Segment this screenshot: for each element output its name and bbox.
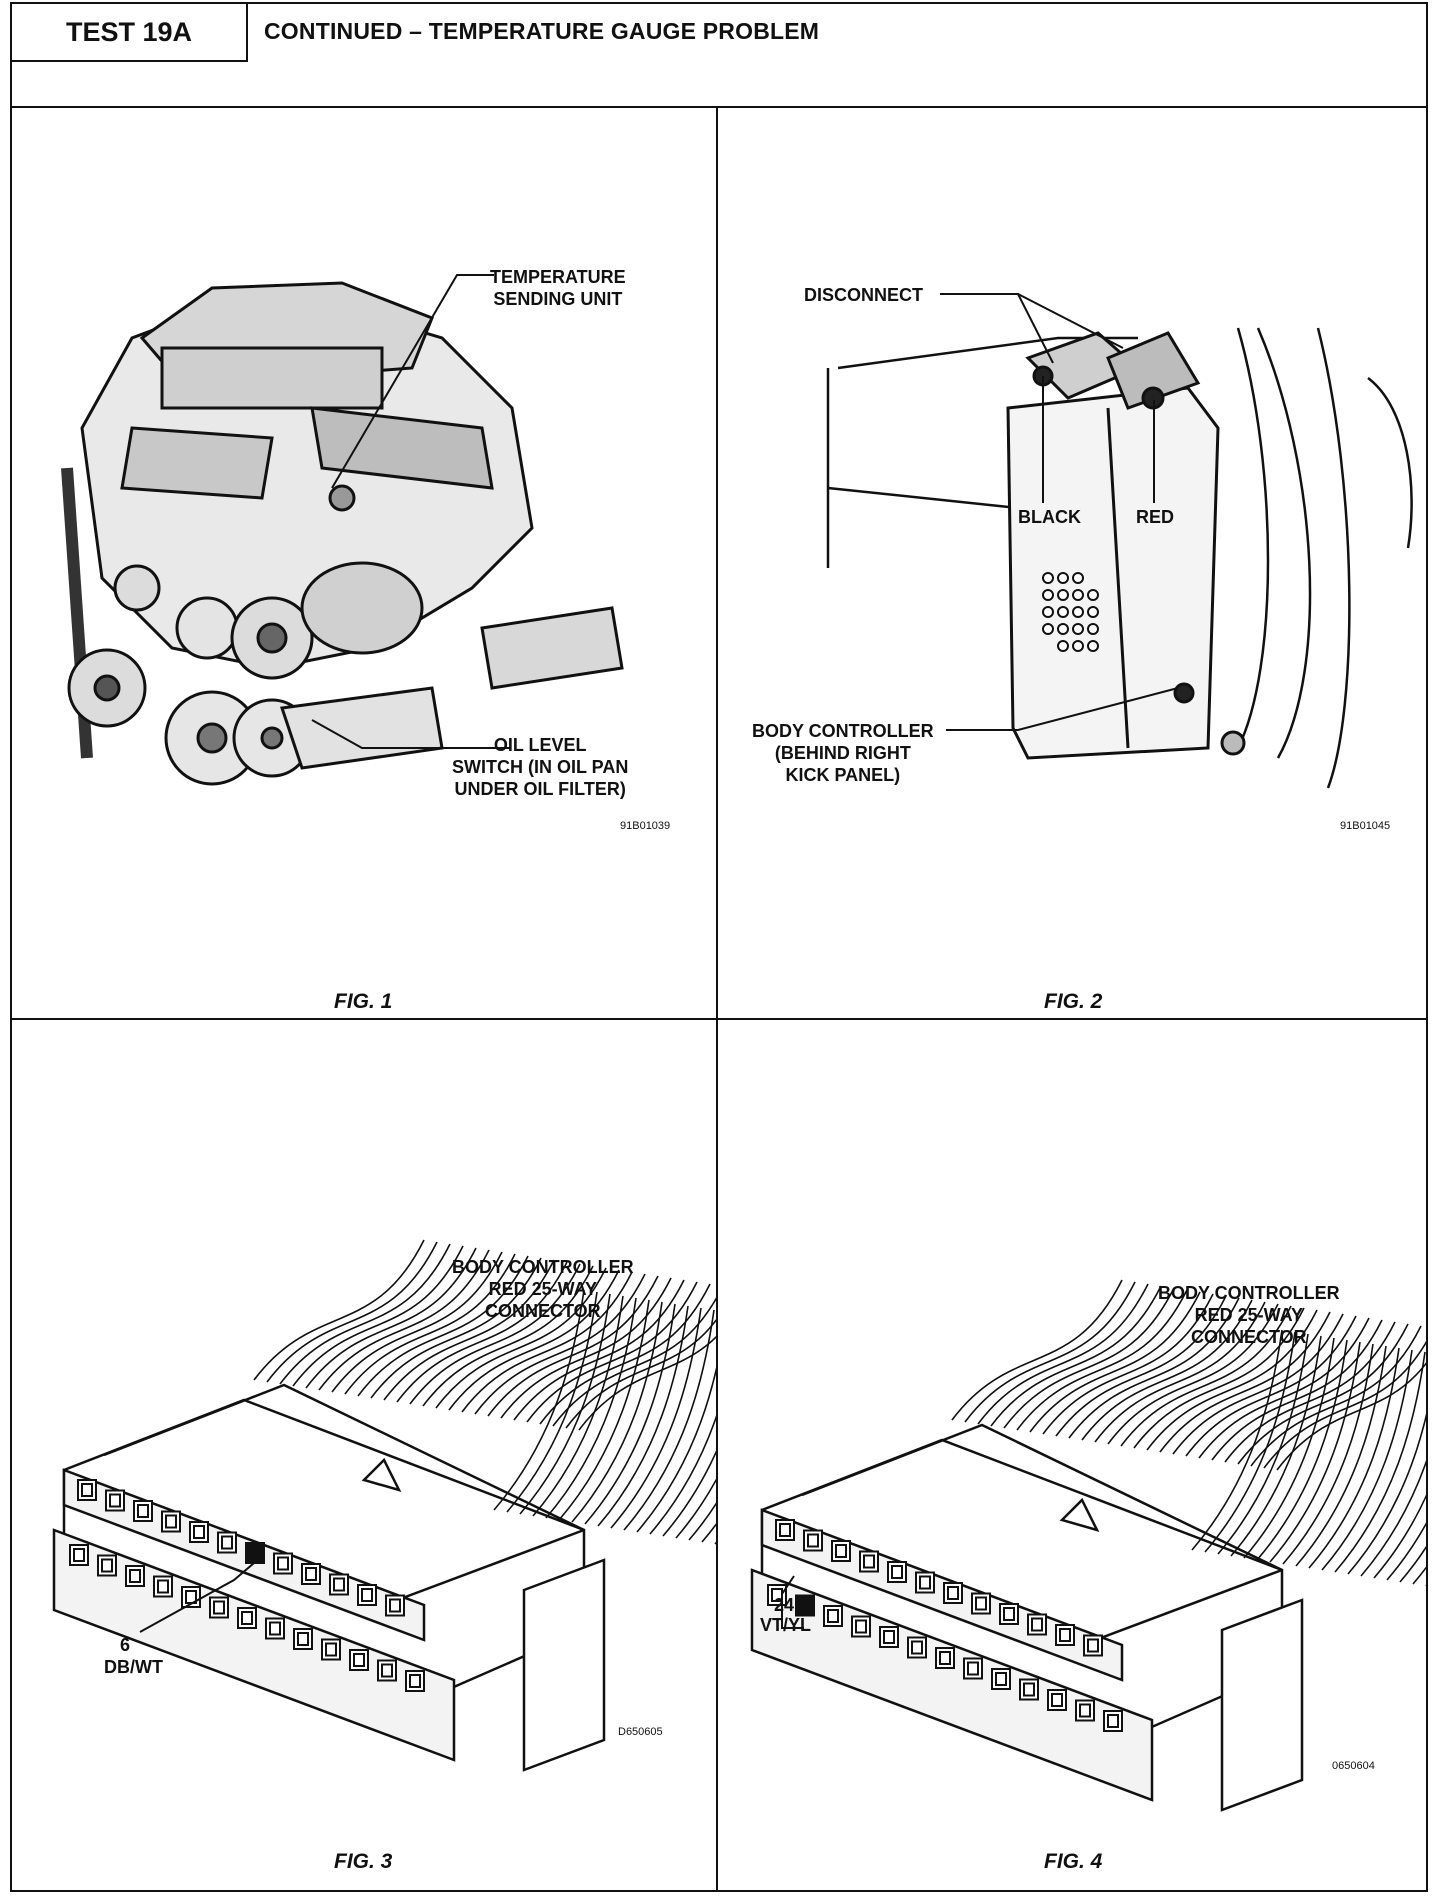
fig2-label-disconnect: DISCONNECT [804, 285, 924, 305]
header: TEST 19A CONTINUED – TEMPERATURE GAUGE P… [12, 4, 1426, 64]
diagram-page: TEST 19A CONTINUED – TEMPERATURE GAUGE P… [10, 2, 1428, 1892]
fig4-pin-number: 24 [774, 1595, 795, 1615]
page-title: CONTINUED – TEMPERATURE GAUGE PROBLEM [264, 18, 820, 44]
fig1-caption: FIG. 1 [334, 990, 393, 1013]
fig2-label-body-controller: BODY CONTROLLER (BEHIND RIGHT KICK PANEL… [752, 721, 934, 785]
fig3-pin-number: 6 [120, 1635, 131, 1655]
test-id-box: TEST 19A [12, 4, 248, 62]
fig2-code: 91B01045 [1340, 820, 1391, 832]
fig4-panel: BODY CONTROLLER RED 25-WAY CONNECTOR 24 … [718, 1020, 1428, 1892]
connector-illustration-fig4 [750, 1279, 1428, 1812]
row-divider [12, 1018, 1426, 1020]
fig4-code: 0650604 [1332, 1760, 1375, 1772]
fig2-label-black: BLACK [1018, 507, 1081, 527]
fig2-label-red: RED [1136, 507, 1175, 527]
fig1-panel: TEMPERATURE SENDING UNIT OIL LEVEL SWITC… [12, 108, 716, 1018]
header-divider [12, 106, 1426, 108]
fig4-label-connector: BODY CONTROLLER RED 25-WAY CONNECTOR [1158, 1283, 1340, 1347]
body-controller-illustration [826, 293, 1413, 789]
fig1-code: 91B01039 [620, 820, 671, 832]
fig2-caption: FIG. 2 [1044, 990, 1103, 1013]
fig3-panel: BODY CONTROLLER RED 25-WAY CONNECTOR 6 D… [12, 1020, 716, 1892]
fig3-label-connector: BODY CONTROLLER RED 25-WAY CONNECTOR [452, 1257, 634, 1321]
column-divider [716, 108, 718, 1892]
fig2-panel: DISCONNECT BLACK RED BODY CONTROLLER (BE… [718, 108, 1428, 1018]
connector-illustration-fig3 [52, 1239, 716, 1772]
fig4-pin-wire: VT/YL [760, 1615, 812, 1635]
fig4-caption: FIG. 4 [1044, 1850, 1103, 1873]
fig3-pin-wire: DB/WT [104, 1657, 163, 1677]
fig3-code: D650605 [618, 1726, 663, 1738]
engine-illustration [61, 274, 624, 786]
fig3-caption: FIG. 3 [334, 1850, 393, 1873]
fig1-label-oil-switch: OIL LEVEL SWITCH (IN OIL PAN UNDER OIL F… [452, 735, 629, 799]
fig1-label-sending-unit: TEMPERATURE SENDING UNIT [490, 267, 626, 309]
